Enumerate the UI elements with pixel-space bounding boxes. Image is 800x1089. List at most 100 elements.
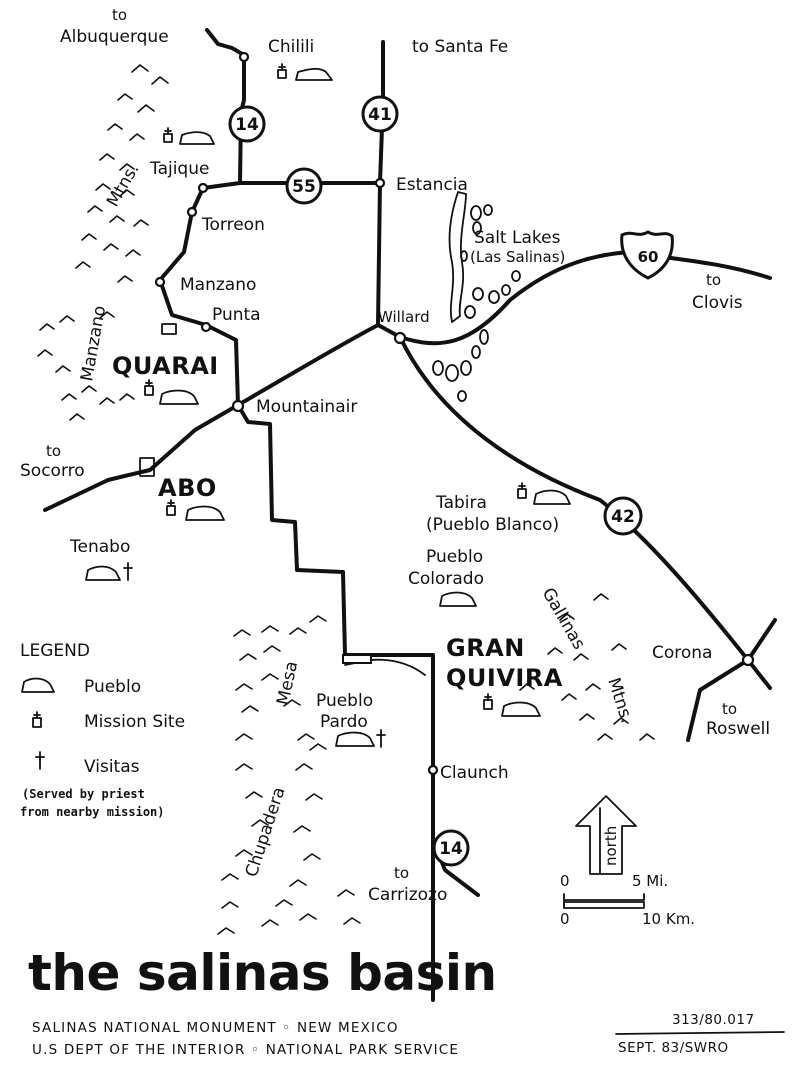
legend-pueblo-label: Pueblo [84,677,141,697]
route-42-road [398,335,750,662]
legend-note-line-1: (Served by priest [22,787,145,801]
to-roswell-label-to: to [722,700,737,718]
pueblo-colorado-label-1: Pueblo [426,547,483,567]
tajique-dot [197,182,209,194]
salt-lake-pond [471,345,481,359]
chilili-pueblo-icon [295,67,333,81]
pueblo-pardo-visita-icon [376,729,386,748]
punta-dot [200,321,212,333]
svg-text:14: 14 [439,839,463,859]
town-markers [154,51,755,776]
tajique-pueblo-icon [179,131,215,145]
mountainair-label: Mountainair [256,397,357,417]
tenabo-label: Tenabo [69,537,130,557]
to-socorro-label-to: to [46,442,61,460]
svg-text:60: 60 [638,248,659,266]
chilili-dot [238,51,250,63]
torreon-dot [186,206,198,218]
salt-lake-pond [470,205,482,221]
svg-text:41: 41 [368,105,392,125]
route-41-road [376,40,385,327]
legend: LEGEND Pueblo Mission Site Visitas (Serv… [20,641,185,819]
salt-lake-pond [460,360,472,376]
legend-visitas-label: Visitas [84,757,140,777]
quarai-mission-icon [144,379,154,396]
manzano-label: Manzano [180,275,256,295]
quarai-visitor-center [161,323,177,335]
to-albuquerque-label: Albuquerque [60,27,169,47]
svg-text:55: 55 [292,177,316,197]
torreon-label: Torreon [201,215,265,235]
to-roswell-label: Roswell [706,719,770,739]
salt-lake-pond [460,250,468,262]
manzano-dot [154,276,166,288]
map-title: the salinas basin [28,944,497,1002]
north-label: north [602,826,620,866]
to-carrizozo-label: Carrizozo [368,885,447,905]
scale-bar: 0 5 Mi. 0 10 Km. [560,872,695,928]
chupadera-label: Chupadera [242,785,290,880]
tabira-pueblo-icon [533,489,571,505]
corona-dot [741,653,755,667]
svg-text:14: 14 [235,115,259,135]
us-60-east-road [236,250,772,407]
salt-lakes-label: Salt Lakes [474,228,561,248]
to-albuquerque-label-to: to [112,6,127,24]
footer-line-2: U.S DEPT OF THE INTERIOR ◦ NATIONAL PARK… [32,1042,459,1058]
gran-quivira-pueblo-icon [501,701,541,717]
legend-note-line-2: from nearby mission) [20,805,165,819]
to-clovis-label: Clovis [692,293,743,313]
chilili-mission-icon [277,63,287,79]
corona-label: Corona [652,643,712,663]
legend-mission-label: Mission Site [84,712,185,732]
quivira-label: QUIVIRA [446,664,563,692]
abo-visitor-center [139,457,155,477]
reference-bottom: SEPT. 83/SWRO [618,1040,729,1056]
route-shields: 14 41 55 60 42 14 [228,95,674,867]
mesa-label: Mesa [273,659,302,707]
salt-lake-pond [432,360,444,376]
tabira-label: Tabira [435,493,487,513]
pueblo-blanco-label: (Pueblo Blanco) [426,515,559,535]
us-60-shield: 60 [620,230,674,280]
pueblo-colorado-label-2: Colorado [408,569,484,589]
scale-five-mi: 5 Mi. [632,872,668,890]
salt-lake-pond [511,270,521,282]
direction-labels: to Albuquerque to Santa Fe to Clovis to … [20,6,770,905]
claunch-dot [427,764,439,776]
gallinas-label: Gallinas [538,585,589,654]
town-labels: Chilili Tajique Torreon Manzano Punta Mo… [69,37,712,783]
salt-lake-pond [464,305,476,319]
gran-quivira-visitor-center [342,654,372,664]
route-41-shield: 41 [361,95,399,133]
abo-pueblo-icon [185,505,225,521]
legend-heading: LEGEND [20,641,90,661]
north-arrow: north [575,795,637,875]
footer-line-1: SALINAS NATIONAL MONUMENT ◦ NEW MEXICO [32,1020,399,1036]
legend-pueblo-icon [21,677,55,693]
legend-mission-icon [32,711,42,728]
manzano-mountains-label: Manzano [77,304,110,383]
to-clovis-label-to: to [706,271,721,289]
willard-label: Willard [378,308,430,326]
quarai-pueblo-icon [159,389,199,405]
scale-zero-mi: 0 [560,872,570,890]
estancia-label: Estancia [396,175,468,195]
site-labels: QUARAI ABO GRAN QUIVIRA [112,352,563,692]
punta-label: Punta [212,305,261,325]
salt-lake-pond [472,287,484,301]
salt-lake-channel [448,191,467,323]
salt-lakes [432,191,521,402]
quarai-label: QUARAI [112,352,219,380]
reference-top: 313/80.017 [672,1012,755,1028]
pueblo-pardo-icon [335,731,375,747]
gran-quivira-road [236,403,435,1002]
route-55-shield: 55 [285,167,323,205]
willard-dot [393,331,407,345]
salt-lake-pond [501,284,511,296]
gran-label: GRAN [446,634,525,662]
us-60-west-road [43,403,240,512]
pueblo-pardo-label-2: Pardo [320,712,368,732]
gallinas-mountains-label: Mtns. [603,675,636,725]
claunch-label: Claunch [440,763,509,783]
